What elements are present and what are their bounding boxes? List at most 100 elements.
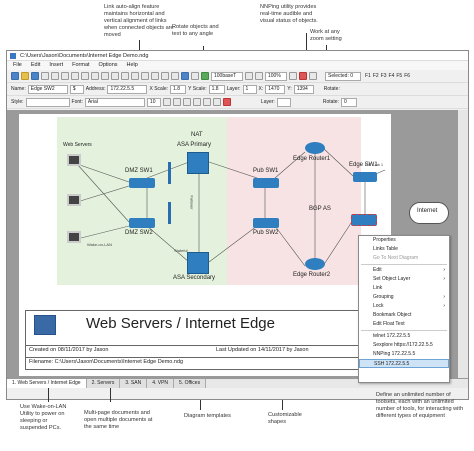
f4-button[interactable]: F4 (388, 73, 395, 79)
menu-item-float-text[interactable]: Edit Float Text (373, 321, 405, 327)
italic-icon[interactable] (172, 98, 181, 106)
menu-item-ssh[interactable]: SSH 172.22.5.5 (359, 359, 449, 368)
router-icon[interactable] (305, 258, 325, 270)
zoom-select[interactable]: 100% (265, 71, 287, 81)
menu-edit[interactable]: Edit (30, 62, 41, 68)
router-icon[interactable] (305, 142, 325, 154)
link-icon[interactable] (201, 72, 209, 80)
cut-icon[interactable] (51, 72, 59, 80)
application-window: C:\Users\Jason\Documents\Internet Edge D… (6, 50, 469, 400)
menu-item-sexplore[interactable]: Sexplore https://172.22.5.5 (373, 342, 433, 348)
grid-icon[interactable] (309, 72, 317, 80)
firewall-icon[interactable] (187, 152, 209, 174)
menu-insert[interactable]: Insert (49, 62, 64, 68)
server-icon[interactable] (67, 194, 81, 206)
align-center-icon[interactable] (202, 98, 211, 106)
server-icon[interactable] (67, 154, 81, 166)
menu-item-grouping[interactable]: Grouping› (359, 293, 449, 302)
f3-button[interactable]: F3 (380, 73, 387, 79)
f6-button[interactable]: F6 (404, 73, 411, 79)
f5-button[interactable]: F5 (396, 73, 403, 79)
text-rotate-label: Rotate: (322, 99, 339, 105)
layer-select[interactable]: 1 (242, 84, 257, 94)
canvas-area[interactable]: Web Servers Wake-on-LAN DMZ SW1 DMZ SW2 … (7, 110, 468, 378)
open-icon[interactable] (21, 72, 29, 80)
menu-file[interactable]: File (13, 62, 22, 68)
tab-san[interactable]: 3. SAN (120, 379, 148, 388)
redo-icon[interactable] (91, 72, 99, 80)
copy-icon[interactable] (61, 72, 69, 80)
xscale-input[interactable]: 1.8 (170, 84, 187, 94)
f1-button[interactable]: F1 (365, 73, 371, 79)
menu-item-properties[interactable]: Properties (373, 237, 396, 243)
line-icon[interactable] (111, 72, 119, 80)
style-select[interactable] (25, 97, 70, 107)
menu-options[interactable]: Options (98, 62, 118, 68)
menu-item-bookmark[interactable]: Bookmark Object (373, 312, 412, 318)
align-left-icon[interactable] (192, 98, 201, 106)
tab-offices[interactable]: 5. Offices (174, 379, 207, 388)
switch-icon[interactable] (353, 172, 377, 182)
switch-icon[interactable] (253, 218, 279, 228)
group-icon[interactable] (171, 72, 179, 80)
menu-item-telnet[interactable]: telnet 172.22.5.5 (373, 333, 411, 339)
server-icon[interactable] (67, 231, 81, 243)
align-icon[interactable] (151, 72, 159, 80)
text-layer-select[interactable] (276, 97, 291, 107)
y-input[interactable]: 1394 (293, 84, 314, 94)
annotation-auto-align: Link auto-align feature maintains horizo… (104, 4, 174, 38)
link-type-select[interactable]: 100baseT (211, 71, 243, 81)
firewall-icon[interactable] (187, 252, 209, 274)
address-input[interactable]: 172.22.5.5 (107, 84, 148, 94)
menu-item-nnping[interactable]: NNPing 172.22.5.5 (373, 351, 416, 357)
zoom-in-icon[interactable] (245, 72, 253, 80)
ellipse-icon[interactable] (141, 72, 149, 80)
menu-item-link[interactable]: Link (373, 285, 383, 291)
annotation-shapes: Customizable shapes (268, 412, 302, 425)
currency-select[interactable]: $ (69, 84, 84, 94)
tab-vpn[interactable]: 4. VPN (147, 379, 175, 388)
bold-icon[interactable] (162, 98, 171, 106)
name-input[interactable]: Edge SW2 (27, 84, 68, 94)
selected-switch-icon[interactable] (351, 214, 377, 226)
menu-item-edit[interactable]: Edit› (359, 266, 449, 275)
edge-router1-label: Edge Router1 (293, 156, 331, 162)
menu-help[interactable]: Help (126, 62, 138, 68)
menu-item-lock[interactable]: Lock› (359, 302, 449, 311)
flip-icon[interactable] (191, 72, 199, 80)
save-icon[interactable] (31, 72, 39, 80)
switch-icon[interactable] (129, 218, 155, 228)
yscale-input[interactable]: 1.8 (208, 84, 225, 94)
rotate-icon[interactable] (181, 72, 189, 80)
x-input[interactable]: 1470 (265, 84, 286, 94)
f2-button[interactable]: F2 (372, 73, 379, 79)
annotation-multipage: Multi-page documents and open multiple d… (84, 410, 153, 430)
bookmark-icon[interactable] (289, 72, 297, 80)
switch-icon[interactable] (253, 178, 279, 188)
font-size-select[interactable]: 10 (146, 97, 161, 107)
print-icon[interactable] (41, 72, 49, 80)
shape-icon[interactable] (121, 72, 129, 80)
rect-icon[interactable] (131, 72, 139, 80)
menu-item-set-layer[interactable]: Set Object Layer› (359, 275, 449, 284)
dmz-sw2-label: DMZ SW2 (125, 230, 153, 236)
paste-icon[interactable] (71, 72, 79, 80)
tab-servers[interactable]: 2. Servers (86, 379, 121, 388)
distribute-icon[interactable] (161, 72, 169, 80)
zoom-out-icon[interactable] (255, 72, 263, 80)
align-right-icon[interactable] (212, 98, 221, 106)
nnping-icon[interactable] (299, 72, 307, 80)
vertical-scrollbar[interactable] (458, 110, 468, 378)
internet-cloud-icon[interactable] (409, 202, 449, 224)
undo-icon[interactable] (81, 72, 89, 80)
menu-item-links-table[interactable]: Links Table (373, 246, 398, 252)
font-select[interactable]: Arial (84, 97, 145, 107)
text-color-icon[interactable] (222, 98, 231, 106)
text-icon[interactable] (101, 72, 109, 80)
underline-icon[interactable] (182, 98, 191, 106)
tab-web-servers[interactable]: 1. Web Servers / Internet Edge (7, 379, 87, 388)
switch-icon[interactable] (129, 178, 155, 188)
menu-format[interactable]: Format (72, 62, 90, 68)
text-rotate-input[interactable]: 0 (340, 97, 357, 107)
new-icon[interactable] (11, 72, 19, 80)
